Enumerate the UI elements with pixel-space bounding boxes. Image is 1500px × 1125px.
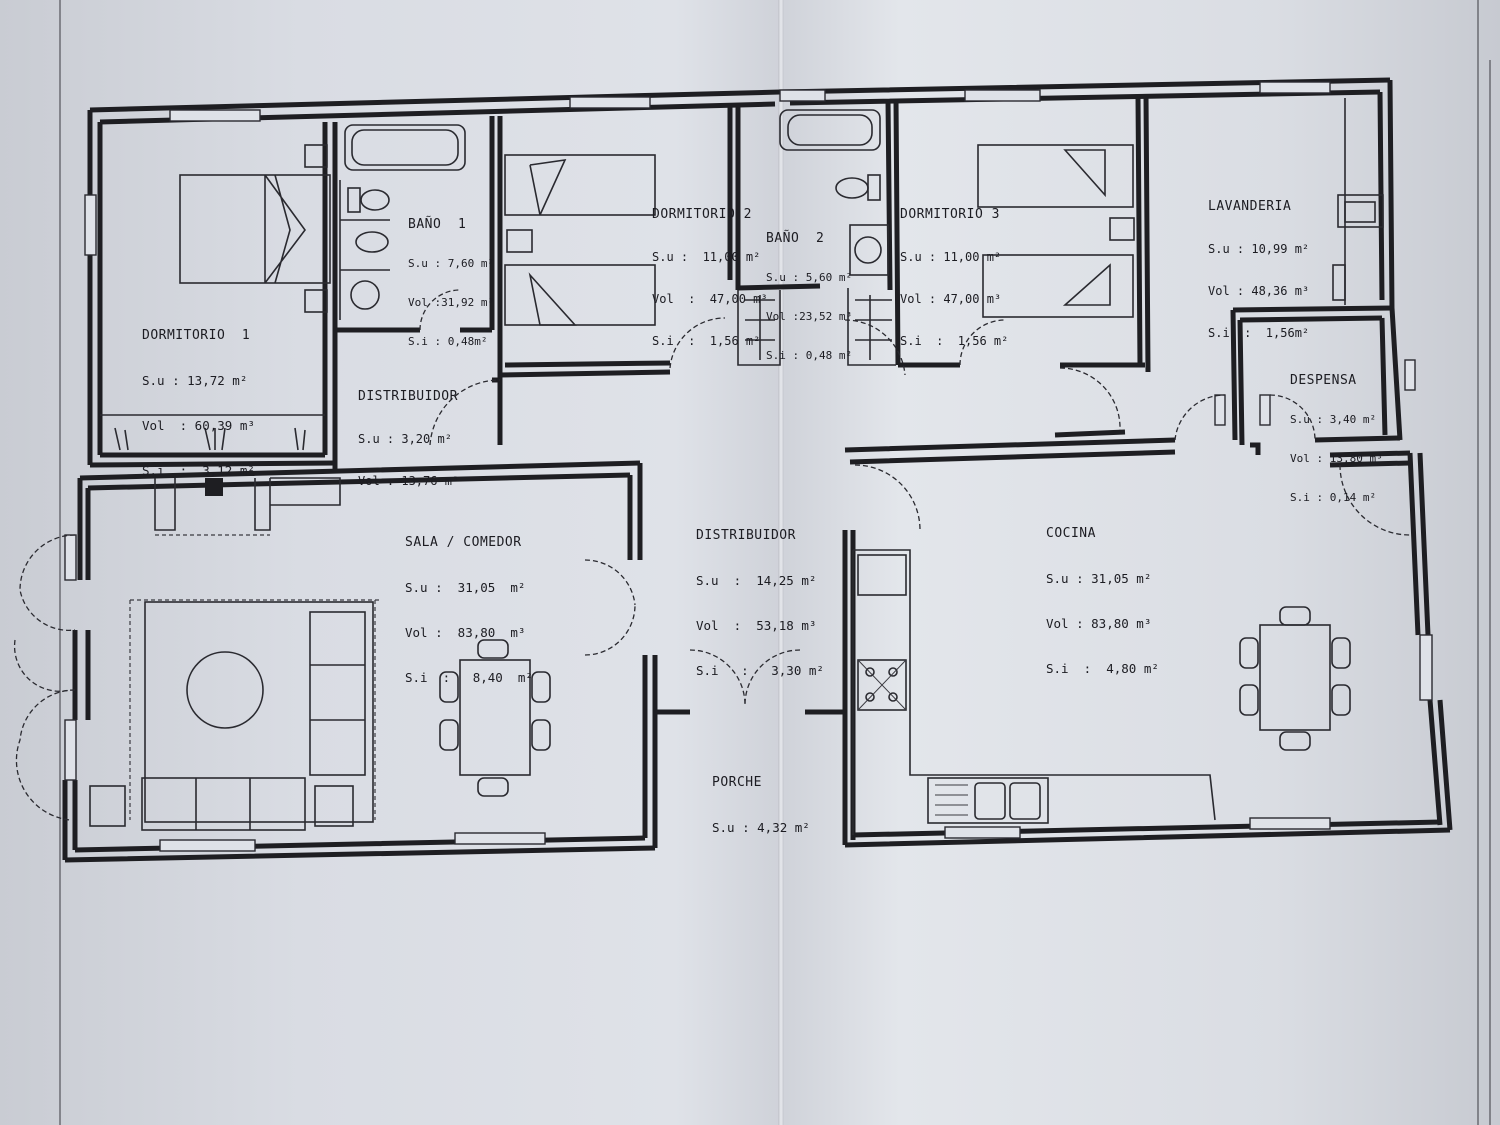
room-su: S.u : 7,60 m² (408, 257, 495, 270)
room-bano-1: BAÑO 1 S.u : 7,60 m² Vol :31,92 m³ S.i :… (408, 192, 494, 361)
room-vol: Vol : 13,76 m³ (358, 474, 460, 488)
room-si: S.i : 1,56 m² (900, 334, 1009, 348)
room-vol: Vol : 47,00 m³ (900, 292, 1002, 306)
room-su: S.u : 31,05 m² (1046, 571, 1152, 586)
room-bano-2: BAÑO 2 S.u : 5,60 m² Vol :23,52 m³ S.i :… (766, 206, 852, 375)
windows (64, 81, 1433, 852)
room-name: COCINA (1046, 526, 1096, 541)
room-lavanderia: LAVANDERIA S.u : 10,99 m² Vol : 48,36 m³… (1208, 172, 1309, 354)
room-porche: PORCHE S.u : 4,32 m² (712, 745, 810, 850)
room-sala-comedor: SALA / COMEDOR S.u : 31,05 m² Vol : 83,8… (405, 505, 533, 700)
paper-fold (778, 0, 784, 1125)
living-furniture (89, 599, 380, 831)
room-su: S.u : 3,20 m² (358, 432, 452, 446)
room-si: S.i : 3,30 m² (696, 663, 824, 678)
room-name: DORMITORIO 2 (652, 207, 752, 222)
room-despensa: DESPENSA S.u : 3,40 m² Vol : 13,80 m³ S.… (1290, 348, 1383, 517)
bed-double (179, 144, 331, 313)
room-si: S.i : 3,12 m² (142, 463, 255, 478)
room-name: SALA / COMEDOR (405, 535, 522, 550)
room-vol: Vol : 60,39 m³ (142, 418, 255, 433)
room-distribuidor-1: DISTRIBUIDOR S.u : 3,20 m² Vol : 13,76 m… (358, 362, 459, 502)
room-vol: Vol : 13,80 m³ (1290, 452, 1383, 465)
dining-table-cocina (1239, 606, 1351, 751)
room-si: S.i : 0,14 m² (1290, 491, 1377, 504)
room-si: S.i : 0,48m² (408, 335, 488, 348)
room-su: S.u : 13,72 m² (142, 373, 248, 388)
room-vol: Vol : 48,36 m³ (1208, 284, 1310, 298)
room-cocina: COCINA S.u : 31,05 m² Vol : 83,80 m³ S.i… (1046, 496, 1159, 691)
room-si: S.i : 4,80 m² (1046, 661, 1159, 676)
walls-left (62, 89, 845, 863)
room-su: S.u : 5,60 m² (766, 271, 853, 284)
room-su: S.u : 11,00 m² (900, 250, 1002, 264)
room-vol: Vol :31,92 m³ (408, 296, 495, 309)
room-su: S.u : 14,25 m² (696, 573, 817, 588)
beds-dorm2 (504, 154, 656, 326)
room-name: PORCHE (712, 775, 762, 790)
room-su: S.u : 11,00 m² (652, 250, 761, 264)
laundry-fixtures (1332, 98, 1384, 305)
room-vol: Vol : 53,18 m³ (696, 618, 817, 633)
room-name: DORMITORIO 3 (900, 207, 1000, 222)
room-si: S.i : 1,56m² (1208, 326, 1310, 340)
room-name: DORMITORIO 1 (142, 328, 251, 343)
room-su: S.u : 4,32 m² (712, 820, 810, 835)
room-dormitorio-3: DORMITORIO 3 S.u : 11,00 m² Vol : 47,00 … (900, 180, 1008, 362)
room-su: S.u : 3,40 m² (1290, 413, 1377, 426)
room-dormitorio-1: DORMITORIO 1 S.u : 13,72 m² Vol : 60,39 … (142, 298, 255, 493)
kitchen-counters (852, 549, 1216, 835)
room-name: DISTRIBUIDOR (696, 528, 796, 543)
bath2-fixtures (745, 109, 892, 360)
sheet-border (59, 0, 1491, 1125)
room-su: S.u : 31,05 m² (405, 580, 526, 595)
room-name: DISTRIBUIDOR (358, 389, 458, 404)
room-name: DESPENSA (1290, 373, 1357, 388)
room-si: S.i : 1,56 m² (652, 334, 761, 348)
beds-dorm3 (977, 144, 1135, 318)
room-vol: Vol :23,52 m³ (766, 310, 853, 323)
room-distribuidor-2: DISTRIBUIDOR S.u : 14,25 m² Vol : 53,18 … (696, 498, 824, 693)
fireplace (154, 477, 341, 536)
wardrobe-dorm1 (100, 414, 325, 451)
room-name: BAÑO 1 (408, 217, 467, 232)
room-si: S.i : 0,48 m² (766, 349, 853, 362)
room-dormitorio-2: DORMITORIO 2 S.u : 11,00 m² Vol : 47,00 … (652, 180, 768, 362)
door-swings (13, 289, 1411, 821)
room-su: S.u : 10,99 m² (1208, 242, 1310, 256)
room-vol: Vol : 47,00 m³ (652, 292, 768, 306)
room-name: LAVANDERIA (1208, 199, 1292, 214)
bath1-fixtures (339, 124, 466, 320)
dining-table-sala (439, 639, 551, 797)
room-name: BAÑO 2 (766, 231, 825, 246)
room-vol: Vol : 83,80 m³ (405, 625, 526, 640)
room-vol: Vol : 83,80 m³ (1046, 616, 1152, 631)
room-si: S.i : 8,40 m² (405, 670, 533, 685)
